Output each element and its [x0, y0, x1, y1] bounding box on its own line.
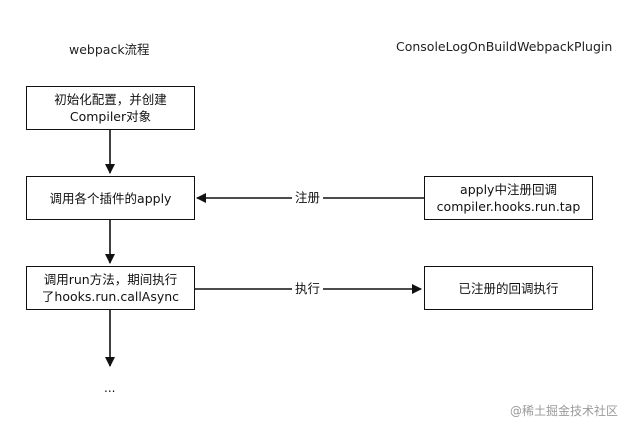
node-init: 初始化配置，并创建 Compiler对象	[26, 86, 195, 130]
node-plugin-apply-line-2: compiler.hooks.run.tap	[436, 199, 581, 214]
node-plugin-apply-line-1: apply中注册回调	[460, 182, 557, 197]
node-plugin-apply: apply中注册回调 compiler.hooks.run.tap	[424, 176, 593, 220]
node-run-line-2: 了hooks.run.callAsync	[41, 289, 180, 304]
edge-label-execute: 执行	[292, 281, 324, 297]
node-init-line-1: 初始化配置，并创建	[54, 92, 167, 107]
node-apply-line-1: 调用各个插件的apply	[49, 190, 172, 206]
edge-label-register: 注册	[292, 190, 324, 206]
node-plugin-exec-line-1: 已注册的回调执行	[458, 280, 559, 296]
webpack-flow-title: webpack流程	[69, 42, 150, 57]
node-init-line-2: Compiler对象	[69, 109, 152, 124]
node-plugin-exec: 已注册的回调执行	[424, 266, 593, 310]
node-run: 调用run方法，期间执行 了hooks.run.callAsync	[26, 266, 195, 310]
continuation-ellipsis: ...	[104, 381, 116, 395]
watermark: @稀土掘金技术社区	[510, 404, 619, 418]
node-run-line-1: 调用run方法，期间执行	[43, 272, 178, 287]
plugin-title: ConsoleLogOnBuildWebpackPlugin	[396, 39, 613, 54]
node-apply: 调用各个插件的apply	[26, 176, 195, 220]
